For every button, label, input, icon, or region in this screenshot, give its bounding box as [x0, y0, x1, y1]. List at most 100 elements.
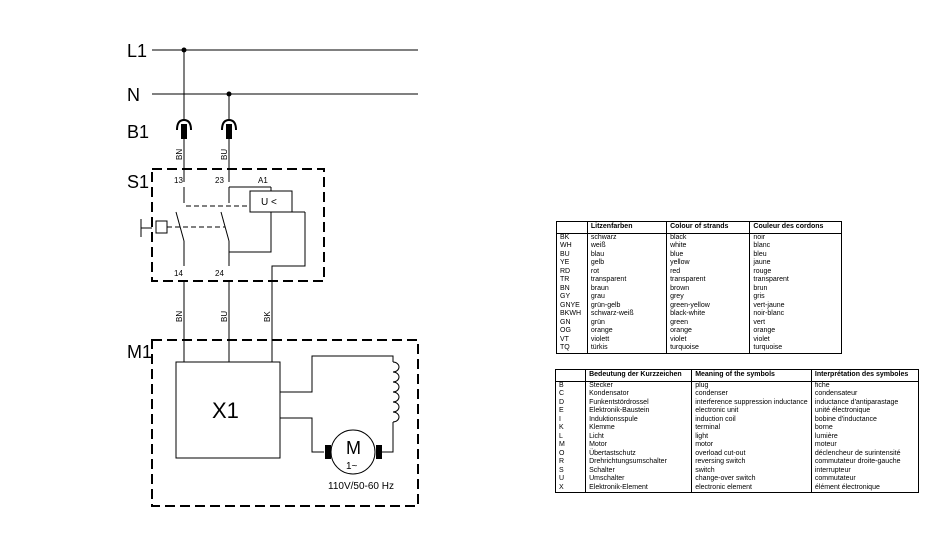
terminal-24: 24 — [215, 269, 224, 278]
symbol-table-cell: K — [559, 424, 564, 431]
colour-table-cell: red — [666, 267, 750, 276]
colour-table-cell: gris — [749, 293, 842, 302]
symbol-table-cell: C — [559, 390, 565, 397]
electronic-element-box — [175, 361, 281, 459]
symbol-table-cell: switch — [691, 466, 812, 475]
symbol-table-cell: Stecker — [585, 381, 692, 390]
symbol-table-cell: D — [559, 398, 565, 406]
colour-table-cell: rot — [586, 267, 667, 276]
symbol-table-cell: Übertastschutz — [585, 449, 692, 458]
symbol-table-cell: Kondensator — [585, 390, 692, 399]
motor-symbol — [330, 429, 376, 475]
symbol-table-cell: Elektronik-Baustein — [585, 407, 692, 416]
switch-actuator — [155, 220, 168, 234]
electronic-element-label: X1 — [212, 398, 239, 423]
symbol-table-cell: electronic unit — [691, 407, 812, 416]
wire-label-upper-bu: BU — [220, 149, 229, 160]
colour-table-cell: jaune — [749, 259, 842, 268]
symbol-table-cell: motor — [691, 441, 812, 450]
symbol-table-cell: I — [559, 415, 561, 423]
symbol-table-cell: light — [691, 432, 812, 441]
colour-table-cell: gelb — [586, 259, 667, 268]
motor-rating: 110V/50-60 Hz — [328, 481, 394, 492]
colour-header-fr: Couleur des cordons — [749, 221, 842, 234]
colour-table-cell: grün-gelb — [586, 301, 667, 310]
symbol-table-cell: L — [559, 432, 563, 440]
colour-header-en: Colour of strands — [666, 221, 750, 234]
colour-table-header: Litzenfarben Colour of strands Couleur d… — [556, 221, 842, 234]
symbol-table-cell: condenser — [691, 390, 812, 399]
symbol-table-cell: X — [559, 483, 564, 491]
colour-table-cell: grün — [586, 318, 667, 327]
symbol-table-cell: Licht — [585, 432, 692, 441]
colour-table-cell: brown — [666, 284, 750, 293]
colour-table-cell: GY — [560, 293, 571, 300]
colour-table-cell: vert — [749, 318, 842, 327]
colour-table-cell: violett — [586, 335, 667, 344]
colour-of-strands-table: Litzenfarben Colour of strands Couleur d… — [556, 221, 842, 354]
colour-table-cell: GN — [560, 318, 571, 326]
colour-table-cell: braun — [586, 284, 667, 293]
terminal-a1: A1 — [258, 176, 268, 185]
colour-table-cell: transparent — [666, 276, 750, 285]
plug-contact-2 — [221, 118, 237, 139]
symbol-table-cell: S — [559, 466, 564, 474]
label-s1: S1 — [127, 172, 149, 192]
colour-table-cell: weiß — [586, 242, 667, 251]
wire-label-lower-bn: BN — [175, 311, 184, 322]
colour-table-cell: yellow — [666, 259, 750, 268]
symbol-table-cell: Schalter — [585, 466, 692, 475]
colour-table-cell: violet — [749, 335, 842, 344]
colour-table-cell: WH — [560, 242, 572, 249]
colour-table-cell: YE — [560, 259, 570, 266]
symbol-table-cell: lumière — [810, 432, 919, 441]
symbol-table-cell: terminal — [691, 424, 812, 433]
symbol-table-cell: Motor — [585, 441, 692, 450]
symbol-table-cell: overload cut-out — [691, 449, 812, 458]
symbol-table-cell: unité électronique — [810, 407, 919, 416]
symbol-table-cell: change-over switch — [691, 475, 812, 484]
colour-table-cell: turquoise — [749, 344, 842, 353]
symbol-header-code — [555, 369, 586, 382]
colour-table-cell: black-white — [666, 310, 750, 319]
colour-table-cell: grau — [586, 293, 667, 302]
label-m1: M1 — [127, 342, 152, 362]
terminal-23: 23 — [215, 176, 224, 185]
symbol-header-de: Bedeutung der Kurzzeichen — [585, 369, 692, 382]
colour-table-cell: TR — [560, 276, 570, 283]
symbol-header-en: Meaning of the symbols — [691, 369, 812, 382]
symbol-table-cell: Klemme — [585, 424, 692, 433]
colour-table-cell: blanc — [749, 242, 842, 251]
colour-table-cell: blue — [666, 250, 750, 259]
terminal-14: 14 — [174, 269, 183, 278]
symbol-table-cell: Induktionsspule — [585, 415, 692, 424]
colour-table-cell: blau — [586, 250, 667, 259]
colour-table-cell: black — [666, 233, 750, 242]
colour-table-cell: violet — [666, 335, 750, 344]
colour-table-cell: BKWH — [560, 310, 581, 317]
motor-housing — [151, 339, 419, 507]
colour-table-cell: schwarz-weiß — [586, 310, 667, 319]
symbol-table-cell: moteur — [810, 441, 919, 450]
symbol-table-cell: borne — [810, 424, 919, 433]
colour-table-cell: noir — [749, 233, 842, 242]
colour-table-cell: noir-blanc — [749, 310, 842, 319]
symbol-table-cell: condensateur — [810, 390, 919, 399]
symbol-table-cell: déclencheur de surintensité — [810, 449, 919, 458]
